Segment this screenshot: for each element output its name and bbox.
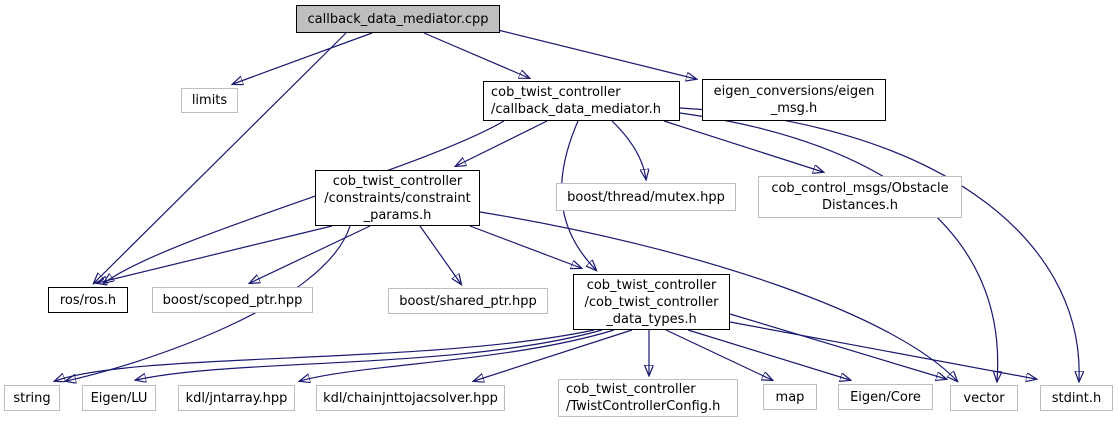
edge-cparams-ros bbox=[97, 225, 333, 283]
node-boost-scoped-ptr-hpp: boost/scoped_ptr.hpp bbox=[152, 287, 313, 313]
edge-cparams-string bbox=[66, 225, 351, 381]
edge-cdmh-vector bbox=[679, 112, 998, 381]
edge-dtypes-map bbox=[665, 329, 772, 380]
node-eigen-lu: Eigen/LU bbox=[82, 385, 156, 411]
edge-cparams-dtypes bbox=[469, 225, 581, 268]
node-boost-shared-ptr-hpp: boost/shared_ptr.hpp bbox=[388, 288, 548, 314]
edge-dtypes-eigencore bbox=[687, 329, 850, 380]
node-obstacle-distances-h: cob_control_msgs/Obstacle Distances.h bbox=[758, 176, 962, 218]
edge-dtypes-eigenlu bbox=[136, 329, 603, 380]
edge-dtypes-chainjnt bbox=[474, 329, 633, 381]
edge-dtypes-jntarray bbox=[300, 329, 615, 381]
edge-cpp-eigenmsg bbox=[497, 29, 696, 79]
edge-cpp-ros bbox=[94, 32, 347, 283]
node-boost-thread-mutex-hpp: boost/thread/mutex.hpp bbox=[556, 183, 736, 211]
edge-cdmh-ros bbox=[104, 120, 505, 283]
node-vector: vector bbox=[950, 385, 1018, 411]
edge-cdmh-stdint bbox=[679, 107, 1079, 381]
node-stdint-h: stdint.h bbox=[1040, 385, 1113, 411]
node-twist-controller-config-h: cob_twist_controller /TwistControllerCon… bbox=[558, 379, 738, 417]
node-map: map bbox=[763, 384, 817, 410]
edge-cdmh-cparams bbox=[456, 120, 548, 166]
node-kdl-chainjnttojacsolver-hpp: kdl/chainjnttojacsolver.hpp bbox=[316, 385, 505, 411]
node-limits: limits bbox=[181, 88, 238, 113]
node-callback-data-mediator-h[interactable]: cob_twist_controller /callback_data_medi… bbox=[483, 81, 680, 121]
edge-cpp-cdmh bbox=[423, 32, 529, 78]
edge-dtypes-stdint bbox=[729, 321, 1036, 379]
edge-cdmh-obstacle bbox=[663, 120, 823, 172]
edge-cparams-scoped bbox=[250, 225, 371, 283]
edge-cpp-limits bbox=[233, 32, 373, 84]
edge-dtypes-string bbox=[55, 329, 595, 381]
edge-dtypes-vector bbox=[729, 313, 946, 379]
node-eigen-core: Eigen/Core bbox=[838, 384, 933, 410]
node-kdl-jntarray-hpp: kdl/jntarray.hpp bbox=[178, 385, 295, 411]
node-string: string bbox=[4, 385, 60, 411]
node-eigen-conversions-eigen-msg-h[interactable]: eigen_conversions/eigen _msg.h bbox=[702, 79, 886, 121]
edge-cdmh-mutex bbox=[611, 120, 646, 179]
node-callback-data-mediator-cpp: callback_data_mediator.cpp bbox=[296, 5, 500, 33]
node-constraint-params-h[interactable]: cob_twist_controller /constraints/constr… bbox=[315, 170, 480, 226]
edge-cparams-shared bbox=[419, 225, 461, 284]
edge-cparams-vector bbox=[479, 211, 957, 381]
node-cob-twist-controller-data-types-h[interactable]: cob_twist_controller /cob_twist_controll… bbox=[573, 274, 730, 330]
node-ros-ros-h[interactable]: ros/ros.h bbox=[48, 287, 128, 313]
